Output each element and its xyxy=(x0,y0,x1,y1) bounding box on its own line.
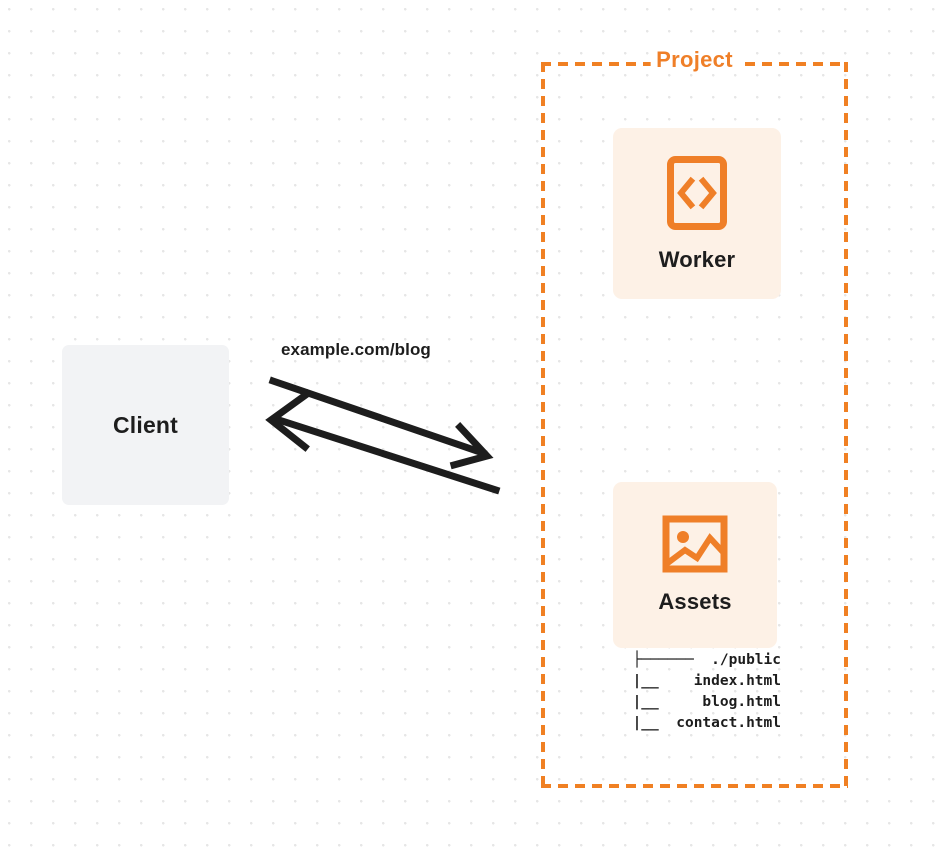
client-node[interactable]: Client xyxy=(62,345,229,505)
response-arrow xyxy=(265,389,501,495)
connection-label: example.com/blog xyxy=(281,340,431,359)
connection-arrows xyxy=(255,330,515,515)
project-border-left xyxy=(541,62,545,788)
project-group: Project Worker Assets xyxy=(541,47,848,788)
assets-label: Assets xyxy=(658,589,732,614)
file-tree-line: |__ index.html xyxy=(580,673,781,689)
client-label: Client xyxy=(112,411,179,438)
file-tree-line: |__ contact.html xyxy=(580,715,781,731)
assets-card[interactable]: Assets xyxy=(613,482,777,648)
project-border-bottom xyxy=(541,784,848,788)
file-tree-line: |__ blog.html xyxy=(580,694,781,710)
image-icon xyxy=(662,515,728,573)
worker-label: Worker xyxy=(658,246,736,272)
project-title: Project xyxy=(650,47,739,73)
assets-file-tree: ├────── ./public |__ index.html |__ blog… xyxy=(577,650,781,734)
arrows-svg xyxy=(265,376,501,495)
code-brackets-icon xyxy=(666,155,728,231)
project-border-right xyxy=(844,62,848,788)
worker-card[interactable]: Worker xyxy=(613,128,781,299)
file-tree-line: ├────── ./public xyxy=(632,652,781,668)
